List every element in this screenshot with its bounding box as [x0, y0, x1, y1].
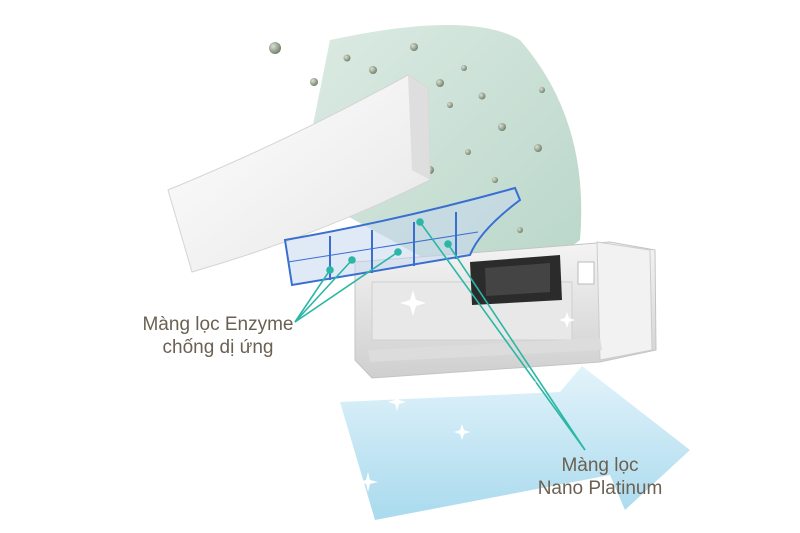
intake-airflow — [300, 25, 582, 300]
enzyme-filter-label-line2: chống dị ứng — [162, 337, 274, 358]
sparkles — [358, 290, 575, 492]
nano-callout-lines — [416, 218, 586, 451]
indoor-unit — [354, 241, 657, 379]
enzyme-filter-label-line1: Màng lọc Enzyme — [142, 314, 294, 335]
nano-filter-label-line2: Nano Platinum — [537, 478, 663, 499]
enzyme-callout-lines — [294, 248, 402, 323]
enzyme-filter-label: Màng lọc Enzyme chống dị ứng — [118, 313, 318, 359]
nano-filter-label: Màng lọc Nano Platinum — [520, 454, 680, 500]
outflow-arrow — [340, 366, 690, 520]
nano-filter-label-line1: Màng lọc — [561, 455, 639, 476]
enzyme-filter — [283, 186, 522, 287]
